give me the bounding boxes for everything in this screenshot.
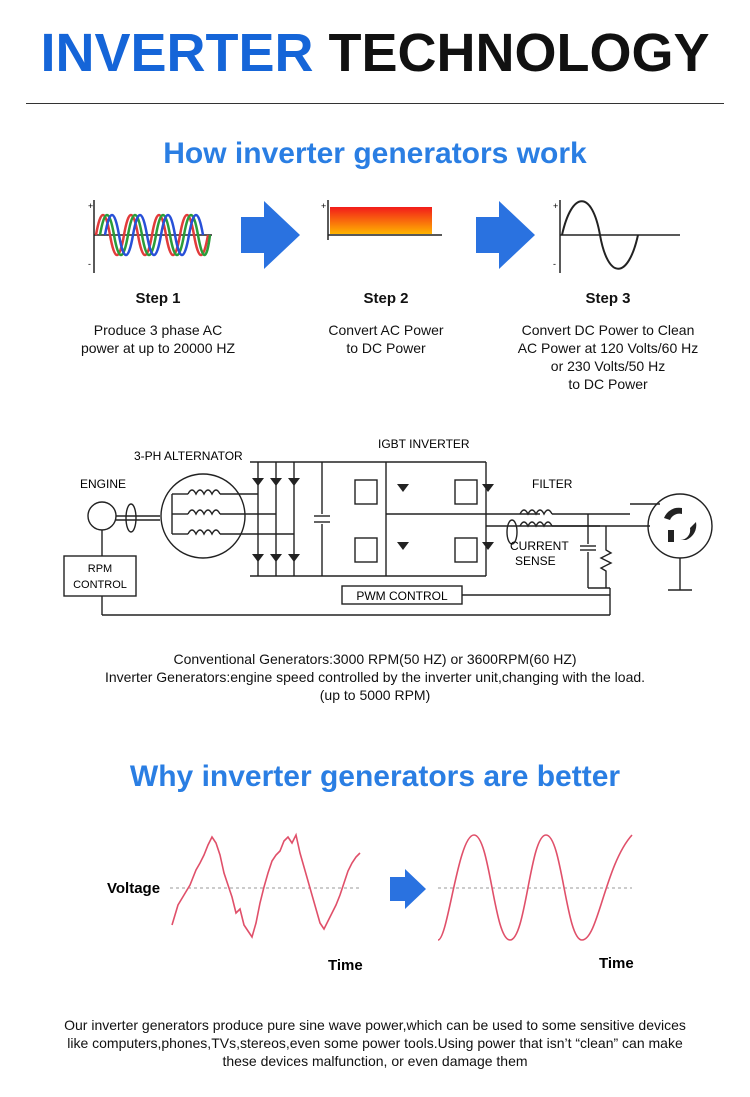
- filter-label: FILTER: [532, 477, 573, 491]
- current-label: CURRENT: [510, 539, 569, 553]
- engine-label: ENGINE: [80, 477, 126, 491]
- sine-wave-icon: + -: [553, 200, 680, 273]
- step-2-desc: Convert AC Power to DC Power: [328, 322, 444, 356]
- rpm-control-label: CONTROL: [73, 579, 127, 591]
- step-2-label: Step 2: [363, 290, 409, 307]
- inverter-circuit-diagram: 3-PH ALTERNATOR ENGINE IGBT INVERTER FIL…: [63, 437, 713, 616]
- note-line-2: Inverter Generators:engine speed control…: [104, 669, 646, 685]
- step-2: Step 2 Convert AC Power to DC Power: [276, 290, 496, 357]
- pure-sine-wave: [437, 834, 633, 941]
- section-heading-why: Why inverter generators are better: [129, 760, 621, 793]
- rpm-notes: Conventional Generators:3000 RPM(50 HZ) …: [0, 650, 750, 704]
- note-line-3: (up to 5000 RPM): [319, 687, 431, 703]
- alternator-label: 3-PH ALTERNATOR: [134, 449, 243, 463]
- step-1-label: Step 1: [135, 290, 181, 307]
- sense-label: SENSE: [515, 554, 556, 568]
- dc-power-icon: +: [321, 200, 442, 240]
- bottom-description: Our inverter generators produce pure sin…: [64, 1017, 686, 1069]
- section-heading-how: How inverter generators work: [163, 137, 587, 170]
- rpm-label: RPM: [88, 563, 112, 575]
- distorted-wave: [171, 832, 361, 939]
- step-3-desc: Convert DC Power to Clean AC Power at 12…: [517, 322, 699, 392]
- waveform-comparison: Voltage Time Time: [107, 832, 634, 974]
- svg-text:+: +: [321, 201, 326, 211]
- step-1: Step 1 Produce 3 phase AC power at up to…: [48, 290, 268, 357]
- svg-text:+: +: [88, 201, 93, 211]
- three-phase-wave-icon: + -: [88, 200, 212, 273]
- note-line-1: Conventional Generators:3000 RPM(50 HZ) …: [173, 651, 577, 667]
- comparison-arrow-icon: [390, 869, 426, 909]
- step-diagrams: + - + + -: [88, 200, 680, 273]
- arrow-icon-2: [476, 201, 535, 269]
- step-3-label: Step 3: [585, 290, 631, 307]
- igbt-label: IGBT INVERTER: [378, 437, 470, 451]
- pwm-label: PWM CONTROL: [356, 589, 448, 603]
- time-label-left: Time: [328, 957, 363, 974]
- step-3: Step 3 Convert DC Power to Clean AC Powe…: [498, 290, 718, 393]
- page-title: INVERTER TECHNOLOGY: [0, 22, 750, 84]
- title-divider: [26, 103, 724, 104]
- voltage-label: Voltage: [107, 880, 160, 897]
- svg-text:-: -: [553, 259, 556, 269]
- time-label-right: Time: [599, 955, 634, 972]
- arrow-icon-1: [241, 201, 300, 269]
- step-1-desc: Produce 3 phase AC power at up to 20000 …: [80, 322, 236, 356]
- title-word-inverter: INVERTER: [40, 23, 314, 83]
- title-word-technology: TECHNOLOGY: [328, 23, 710, 83]
- svg-text:-: -: [88, 259, 91, 269]
- svg-text:+: +: [553, 201, 558, 211]
